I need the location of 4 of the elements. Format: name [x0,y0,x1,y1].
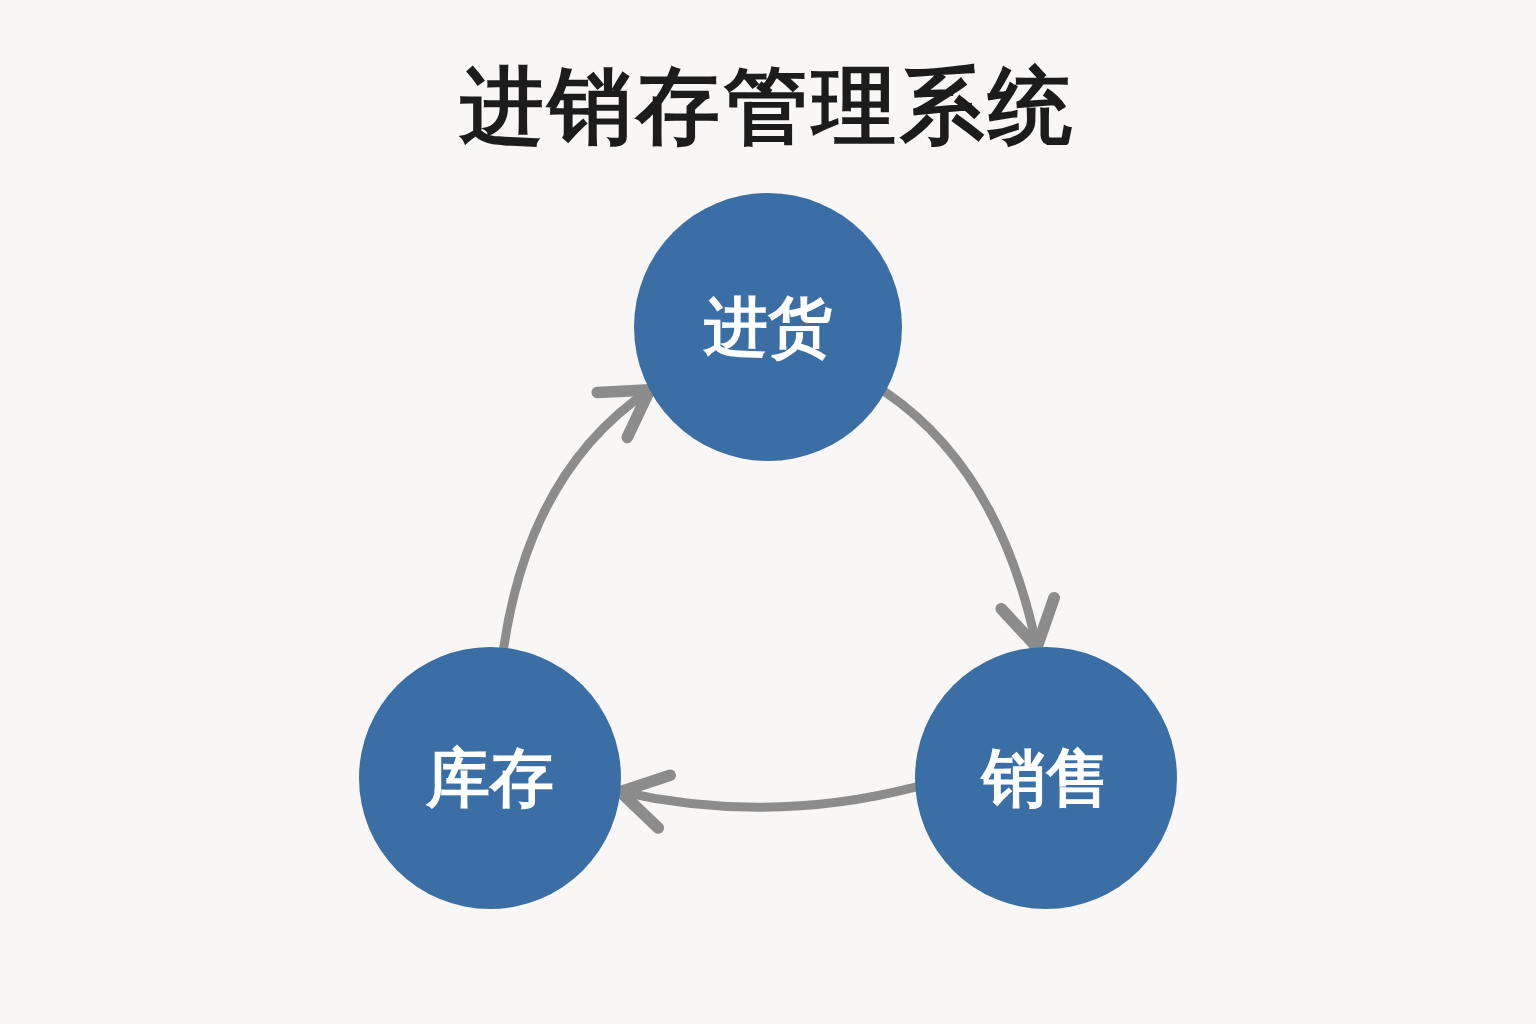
node-label: 库存 [426,739,554,817]
diagram-title: 进销存管理系统 [460,56,1076,157]
node-label: 进货 [704,288,832,366]
node-label: 销售 [982,739,1110,817]
